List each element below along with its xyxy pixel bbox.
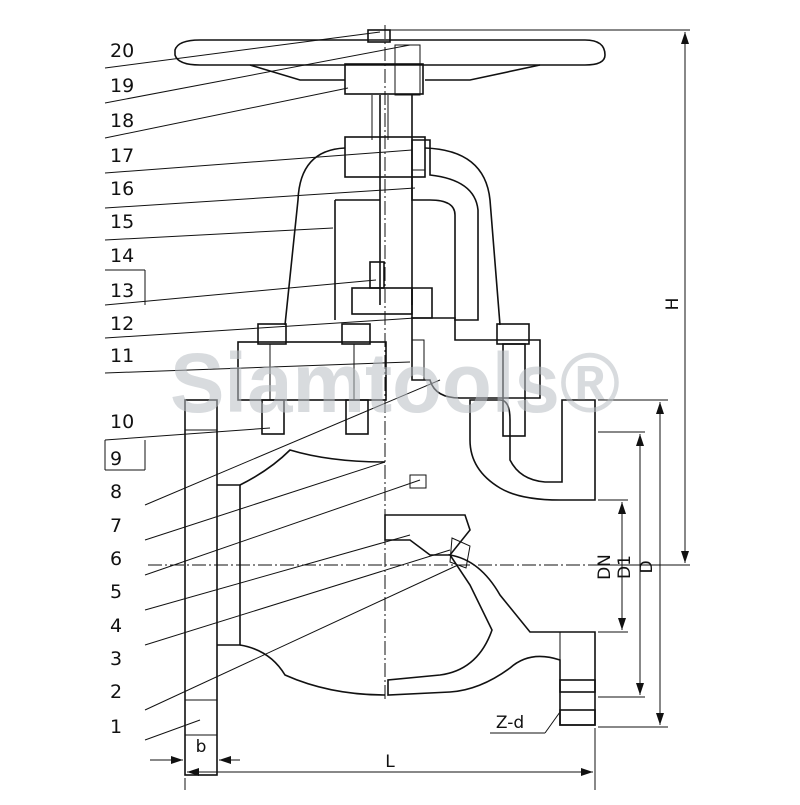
part-number-7: 7 [110, 515, 122, 537]
part-number-17: 17 [110, 145, 134, 167]
part-number-18: 18 [110, 110, 134, 132]
dimension-b-label: b [196, 737, 207, 757]
part-number-6: 6 [110, 548, 122, 570]
valve-body-right-section [384, 399, 596, 726]
dimension-zd-label: Z-d [496, 713, 524, 733]
part-number-2: 2 [110, 681, 122, 703]
part-number-9: 9 [110, 448, 122, 470]
bonnet-yoke [284, 136, 501, 326]
watermark: Siamtools® [170, 336, 620, 430]
part-number-labels: 20 19 18 17 16 15 14 13 12 11 10 9 8 7 6 5 4 3 2 1 [110, 40, 134, 738]
part-number-3: 3 [110, 648, 122, 670]
part-number-15: 15 [110, 211, 134, 233]
part-number-1: 1 [110, 716, 122, 738]
part-number-12: 12 [110, 313, 134, 335]
dimension-d-label: D [637, 560, 657, 573]
dimension-h-label: H [663, 298, 683, 311]
part-number-4: 4 [110, 615, 122, 637]
bonnet-flange [237, 317, 541, 437]
part-number-11: 11 [110, 345, 134, 367]
part-number-10: 10 [110, 411, 134, 433]
part-number-8: 8 [110, 481, 122, 503]
dimension-l-label: L [385, 752, 395, 772]
dimension-lines [150, 29, 690, 790]
part-number-5: 5 [110, 581, 122, 603]
part-number-13: 13 [110, 280, 134, 302]
part-number-14: 14 [110, 245, 134, 267]
dimension-dn-label: DN [595, 554, 615, 580]
part-number-20: 20 [110, 40, 134, 62]
part-number-19: 19 [110, 75, 134, 97]
handwheel [174, 29, 606, 96]
valve-body-left [184, 399, 386, 776]
leader-lines [104, 31, 459, 741]
part-number-16: 16 [110, 178, 134, 200]
stem-nut-block [351, 287, 433, 319]
dimension-d1-label: D1 [615, 555, 635, 579]
